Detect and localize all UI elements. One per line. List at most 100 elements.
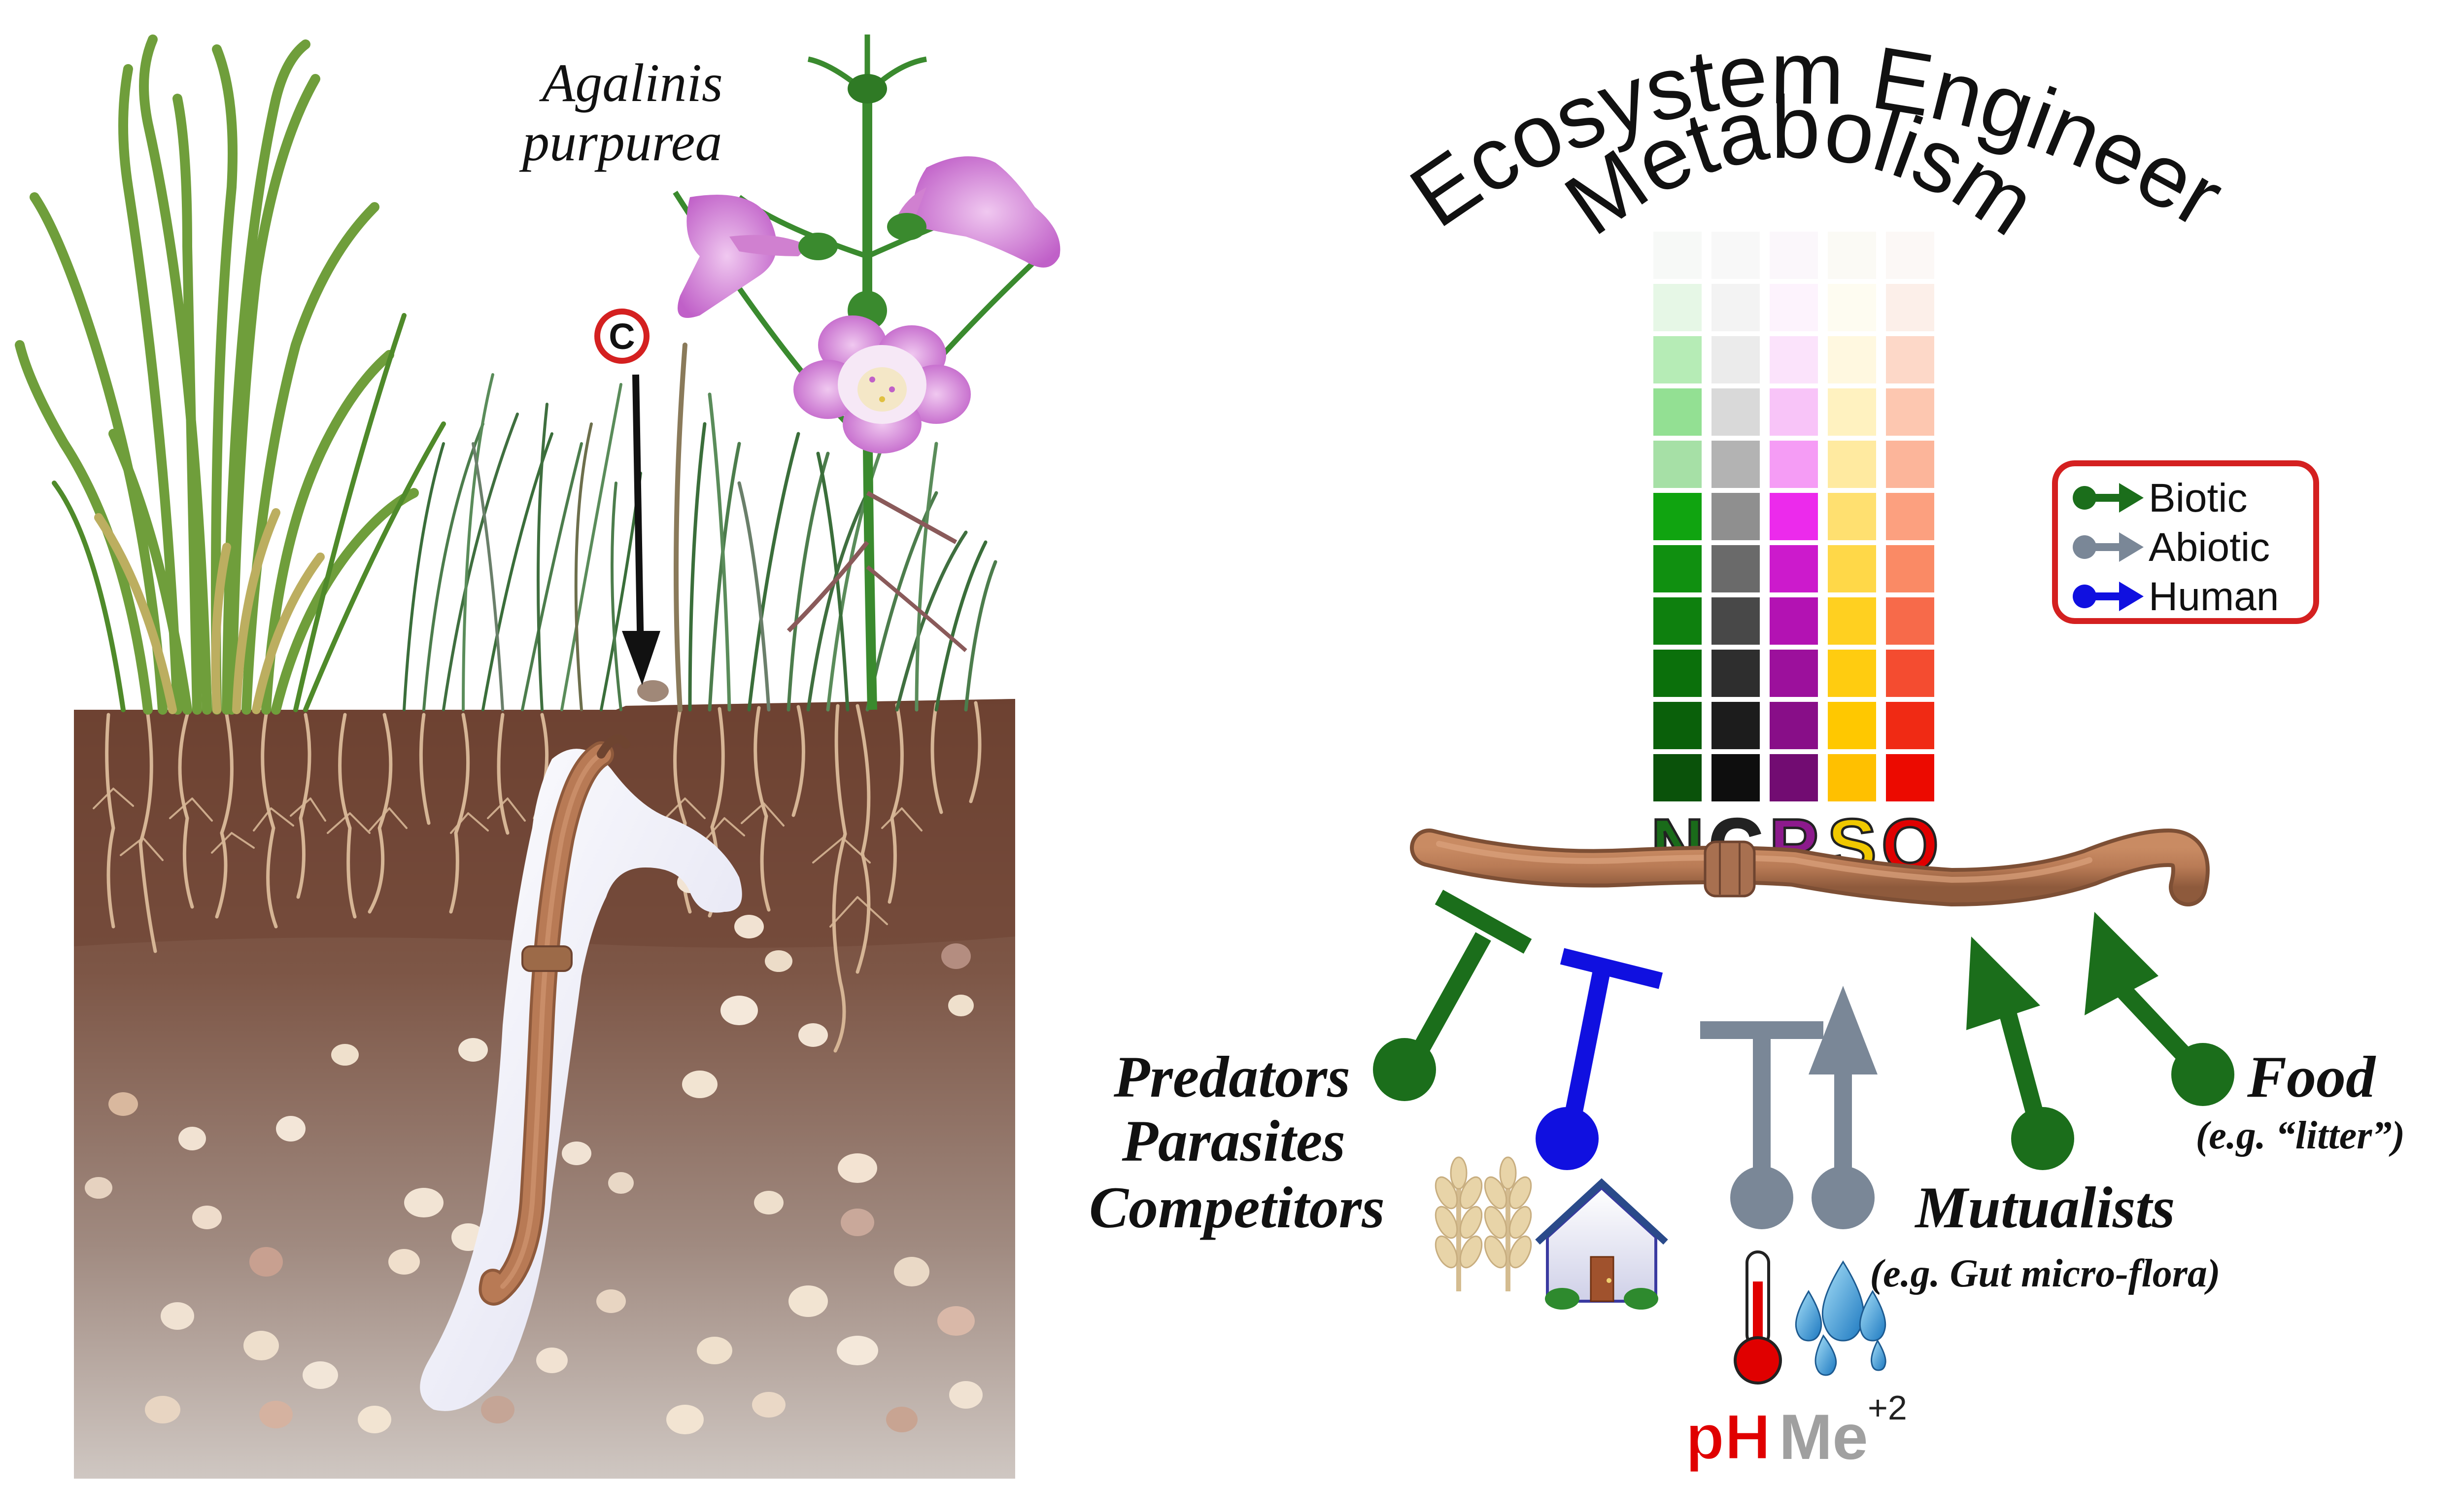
metabolism-diagram: Ecosystem Engineer Metabolism NCPSO Biot… bbox=[1089, 23, 2405, 1473]
label-metal: Me bbox=[1779, 1401, 1868, 1473]
legend-item-human: Human bbox=[2073, 574, 2279, 619]
swatch-O-9 bbox=[1886, 702, 1934, 749]
soil-pebbles bbox=[85, 871, 983, 1434]
human-inhibitor bbox=[1536, 948, 1663, 1170]
swatch-C-1 bbox=[1711, 284, 1760, 331]
wheat-icon bbox=[1435, 1156, 1532, 1291]
carbon-marker: C bbox=[594, 309, 660, 685]
swatch-S-0 bbox=[1828, 232, 1876, 279]
swatch-O-7 bbox=[1886, 597, 1934, 645]
swatch-P-10 bbox=[1770, 754, 1818, 801]
swatch-S-7 bbox=[1828, 597, 1876, 645]
swatch-N-10 bbox=[1653, 754, 1702, 801]
swatch-S-9 bbox=[1828, 702, 1876, 749]
element-column-N: N bbox=[1649, 232, 1706, 888]
predators-inhibitor bbox=[1373, 890, 1532, 1101]
earthworm-main bbox=[1410, 828, 2210, 907]
legend-arrow-head bbox=[2119, 483, 2144, 513]
element-column-S: S bbox=[1826, 232, 1878, 888]
interaction-arrows bbox=[1373, 890, 2234, 1229]
swatch-P-2 bbox=[1770, 336, 1818, 383]
swatch-N-9 bbox=[1653, 702, 1702, 749]
label-food: Food bbox=[2247, 1044, 2376, 1109]
swatch-O-1 bbox=[1886, 284, 1934, 331]
legend-item-abiotic: Abiotic bbox=[2073, 525, 2270, 570]
legend-label: Abiotic bbox=[2149, 525, 2270, 570]
swatch-N-0 bbox=[1653, 232, 1702, 279]
swatch-C-3 bbox=[1711, 388, 1760, 436]
plant-name-line2: purpurea bbox=[519, 112, 722, 172]
litter-particle bbox=[637, 680, 669, 702]
swatch-P-9 bbox=[1770, 702, 1818, 749]
flower-icon bbox=[673, 35, 1061, 710]
grass-icon bbox=[15, 35, 446, 715]
mutualists-example-suffix: ) bbox=[2204, 1252, 2221, 1295]
label-metal-charge: +2 bbox=[1868, 1388, 1907, 1427]
label-ph: pH bbox=[1685, 1401, 1771, 1473]
legend-arrow-head bbox=[2119, 582, 2144, 611]
swatch-S-4 bbox=[1828, 441, 1876, 488]
element-column-C: C bbox=[1708, 232, 1764, 888]
legend-label: Biotic bbox=[2149, 476, 2248, 520]
earthworm-icon bbox=[479, 734, 630, 1306]
swatch-N-2 bbox=[1653, 336, 1702, 383]
swatch-S-6 bbox=[1828, 545, 1876, 592]
swatch-C-6 bbox=[1711, 545, 1760, 592]
swatch-S-2 bbox=[1828, 336, 1876, 383]
label-mutualists: Mutualists bbox=[1915, 1175, 2175, 1240]
swatch-N-6 bbox=[1653, 545, 1702, 592]
swatch-C-4 bbox=[1711, 441, 1760, 488]
carbon-marker-label: C bbox=[609, 316, 635, 357]
swatch-O-10 bbox=[1886, 754, 1934, 801]
legend-dot bbox=[2073, 535, 2096, 559]
swatch-P-1 bbox=[1770, 284, 1818, 331]
swatch-N-5 bbox=[1653, 493, 1702, 540]
swatch-O-2 bbox=[1886, 336, 1934, 383]
element-column-P: P bbox=[1768, 232, 1820, 888]
swatch-N-4 bbox=[1653, 441, 1702, 488]
soil-scene: C Agalinis purpurea bbox=[15, 35, 1061, 1479]
element-column-O: O bbox=[1880, 232, 1940, 888]
swatch-C-0 bbox=[1711, 232, 1760, 279]
carbon-arrow bbox=[632, 374, 644, 656]
label-predators: Predators bbox=[1113, 1044, 1350, 1109]
swatch-S-3 bbox=[1828, 388, 1876, 436]
swatch-O-8 bbox=[1886, 650, 1934, 697]
swatch-C-7 bbox=[1711, 597, 1760, 645]
plant-name-line1: Agalinis bbox=[539, 53, 723, 113]
label-mutualists-example: (e.g. Gut micro-flora) bbox=[1870, 1252, 2220, 1295]
legend-item-biotic: Biotic bbox=[2073, 476, 2248, 520]
swatch-P-8 bbox=[1770, 650, 1818, 697]
abiotic-inhibitor bbox=[1700, 1021, 1823, 1229]
label-competitors: Competitors bbox=[1089, 1175, 1385, 1240]
worm-burrow bbox=[420, 749, 742, 1411]
swatch-C-9 bbox=[1711, 702, 1760, 749]
mutualists-example-prefix: (e.g. Gut bbox=[1870, 1252, 2021, 1295]
swatch-C-2 bbox=[1711, 336, 1760, 383]
swatch-S-5 bbox=[1828, 493, 1876, 540]
swatch-O-4 bbox=[1886, 441, 1934, 488]
mutualists-activator bbox=[1966, 936, 2074, 1170]
swatch-P-6 bbox=[1770, 545, 1818, 592]
house-icon bbox=[1535, 1178, 1668, 1310]
swatch-S-8 bbox=[1828, 650, 1876, 697]
legend-arrow-head bbox=[2119, 532, 2144, 562]
swatch-S-10 bbox=[1828, 754, 1876, 801]
swatch-C-10 bbox=[1711, 754, 1760, 801]
swatch-C-5 bbox=[1711, 493, 1760, 540]
negative-biotic-labels: Predators Parasites Competitors bbox=[1089, 1044, 1385, 1240]
swatch-C-8 bbox=[1711, 650, 1760, 697]
swatch-O-0 bbox=[1886, 232, 1934, 279]
legend-dot bbox=[2073, 486, 2096, 510]
swatch-N-1 bbox=[1653, 284, 1702, 331]
food-activator bbox=[2085, 912, 2234, 1106]
mutualists-example-italic: micro-flora bbox=[2021, 1252, 2207, 1295]
swatch-N-7 bbox=[1653, 597, 1702, 645]
label-parasites: Parasites bbox=[1122, 1108, 1345, 1174]
swatch-S-1 bbox=[1828, 284, 1876, 331]
swatch-N-3 bbox=[1653, 388, 1702, 436]
swatch-O-5 bbox=[1886, 493, 1934, 540]
swatch-N-8 bbox=[1653, 650, 1702, 697]
